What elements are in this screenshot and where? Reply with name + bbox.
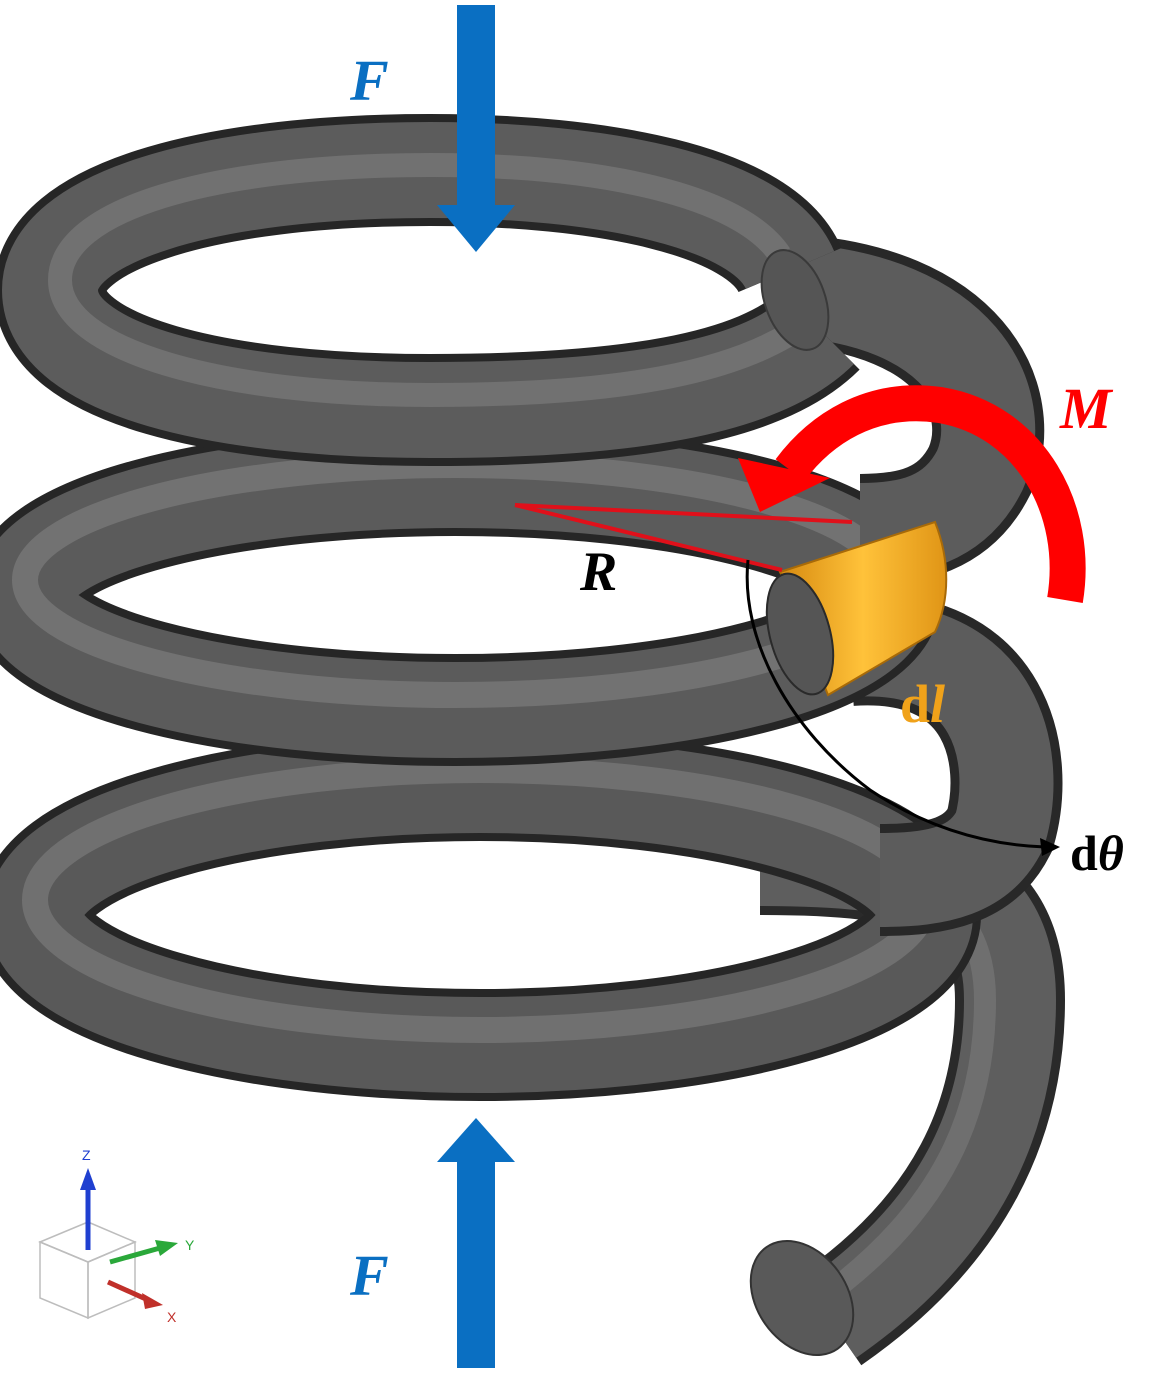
element-length-label: dl xyxy=(900,674,945,734)
axis-y-label: Y xyxy=(185,1237,195,1253)
radius-lines xyxy=(514,503,853,572)
axis-y-arrowhead xyxy=(155,1240,178,1256)
dtheta-arrowhead xyxy=(1040,838,1060,856)
moment-label: M xyxy=(1059,376,1114,441)
triad-cube xyxy=(38,1221,137,1320)
moment-arrow xyxy=(738,385,1086,603)
force-label-bottom: F xyxy=(349,1243,389,1308)
axis-y-line xyxy=(109,1245,161,1265)
axis-x-line xyxy=(106,1279,150,1303)
angle-label: dθ xyxy=(1070,825,1124,881)
axis-triad: Z Y X xyxy=(38,1147,195,1325)
force-arrow-bottom xyxy=(437,1118,515,1368)
dtheta-arc xyxy=(745,559,1060,856)
spring-coil xyxy=(0,113,1066,1366)
axis-z-arrowhead xyxy=(80,1168,96,1190)
coil-top-cut xyxy=(760,249,830,351)
force-arrow-top xyxy=(437,5,515,252)
axis-x-label: X xyxy=(167,1309,177,1325)
coil-end-cap xyxy=(749,1240,855,1356)
element-segment xyxy=(765,520,948,697)
radius-label: R xyxy=(579,541,617,603)
axis-x-arrowhead xyxy=(142,1293,163,1309)
axis-z-label: Z xyxy=(82,1147,91,1163)
force-label-top: F xyxy=(349,48,389,113)
